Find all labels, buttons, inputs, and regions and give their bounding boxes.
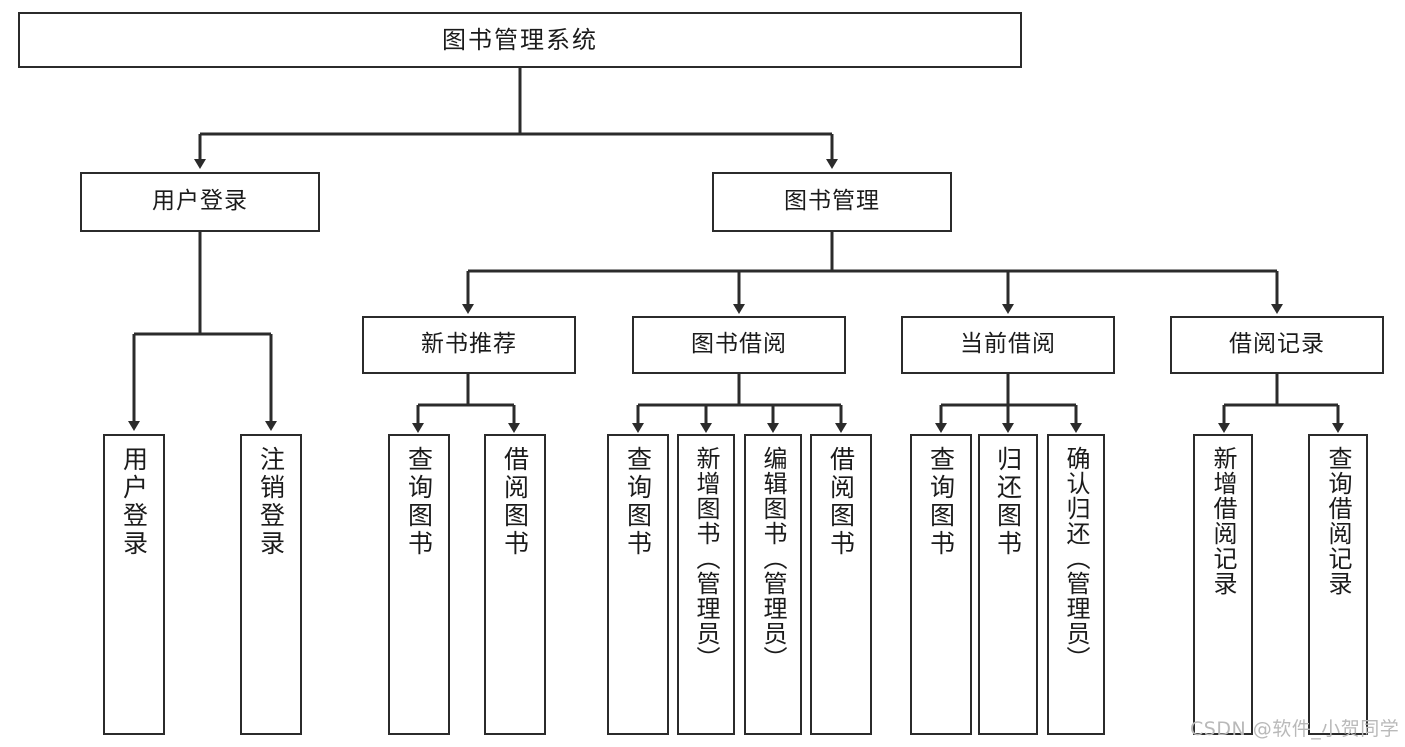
node-leaf-query-borrow-record[interactable]: 查询借阅记录: [1308, 434, 1368, 735]
node-borrow-record[interactable]: 借阅记录: [1170, 316, 1384, 374]
node-label: 注销登录: [256, 446, 286, 558]
node-label: 编辑图书（管理员）: [759, 446, 787, 671]
node-leaf-borrow-book-recommend[interactable]: 借阅图书: [484, 434, 546, 735]
node-label: 用户登录: [152, 188, 248, 215]
node-leaf-query-book-recommend[interactable]: 查询图书: [388, 434, 450, 735]
node-root-book-management-system[interactable]: 图书管理系统: [18, 12, 1022, 68]
node-label: 图书管理系统: [442, 25, 598, 54]
node-label: 查询图书: [623, 446, 653, 558]
node-user-login[interactable]: 用户登录: [80, 172, 320, 232]
node-label: 查询图书: [404, 446, 434, 558]
node-label: 用户登录: [119, 446, 149, 558]
node-label: 借阅记录: [1229, 331, 1325, 358]
node-label: 查询图书: [926, 446, 956, 558]
node-leaf-add-book[interactable]: 新增图书（管理员）: [677, 434, 735, 735]
node-book-management[interactable]: 图书管理: [712, 172, 952, 232]
node-leaf-user-login[interactable]: 用户登录: [103, 434, 165, 735]
node-current-borrow[interactable]: 当前借阅: [901, 316, 1115, 374]
node-label: 当前借阅: [960, 331, 1056, 358]
node-book-borrow[interactable]: 图书借阅: [632, 316, 846, 374]
node-label: 图书管理: [784, 188, 880, 215]
node-leaf-query-book-current[interactable]: 查询图书: [910, 434, 972, 735]
node-leaf-add-borrow-record[interactable]: 新增借阅记录: [1193, 434, 1253, 735]
node-leaf-edit-book[interactable]: 编辑图书（管理员）: [744, 434, 802, 735]
node-label: 确认归还（管理员）: [1062, 446, 1090, 671]
node-label: 新书推荐: [421, 331, 517, 358]
node-label: 新增借阅记录: [1209, 446, 1237, 596]
node-label: 归还图书: [993, 446, 1023, 558]
node-label: 图书借阅: [691, 331, 787, 358]
node-label: 新增图书（管理员）: [692, 446, 720, 671]
node-leaf-query-book-borrow[interactable]: 查询图书: [607, 434, 669, 735]
node-leaf-confirm-return[interactable]: 确认归还（管理员）: [1047, 434, 1105, 735]
node-leaf-user-logout[interactable]: 注销登录: [240, 434, 302, 735]
node-new-book-recommend[interactable]: 新书推荐: [362, 316, 576, 374]
node-label: 查询借阅记录: [1324, 446, 1352, 596]
csdn-watermark: CSDN @软件_小贺同学: [1190, 718, 1400, 740]
node-label: 借阅图书: [500, 446, 530, 558]
node-label: 借阅图书: [826, 446, 856, 558]
node-leaf-borrow-book[interactable]: 借阅图书: [810, 434, 872, 735]
node-leaf-return-book[interactable]: 归还图书: [978, 434, 1038, 735]
